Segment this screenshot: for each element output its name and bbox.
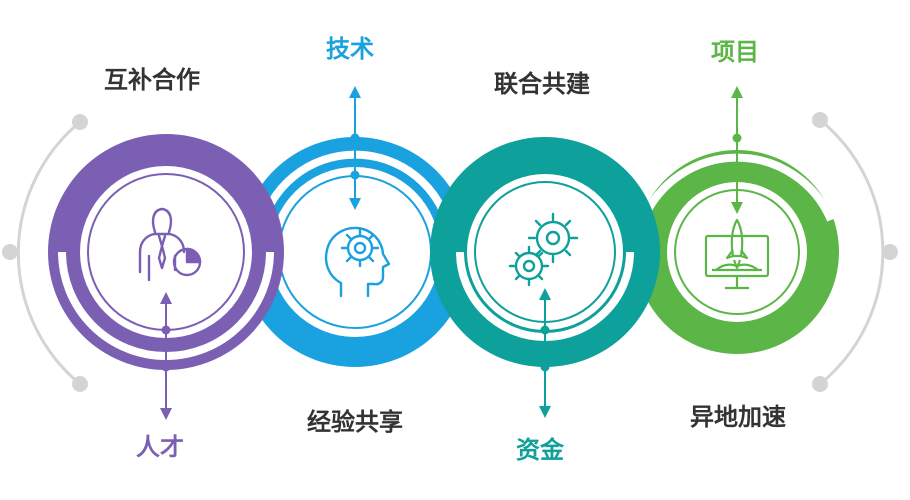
circle-talent xyxy=(48,134,284,420)
person-pie-chart-icon xyxy=(138,207,202,282)
label-zijin: 资金 xyxy=(516,436,565,464)
label-rencai: 人才 xyxy=(136,433,184,461)
rocket-monitor-icon xyxy=(704,218,770,290)
circle-fund xyxy=(430,137,660,418)
gears-icon xyxy=(508,212,579,287)
circle-tech xyxy=(240,86,470,367)
label-jingyan: 经验共享 xyxy=(307,408,403,436)
left-gray-arc xyxy=(2,114,88,392)
label-hubu: 互补合作 xyxy=(104,66,200,94)
label-yidi: 异地加速 xyxy=(690,403,786,431)
right-gray-arc xyxy=(812,112,898,392)
label-jishu: 技术 xyxy=(326,35,374,63)
label-xiangmu: 项目 xyxy=(711,38,759,66)
head-gear-icon xyxy=(324,226,391,298)
label-lianhe: 联合共建 xyxy=(494,70,590,98)
circle-project xyxy=(635,86,839,354)
